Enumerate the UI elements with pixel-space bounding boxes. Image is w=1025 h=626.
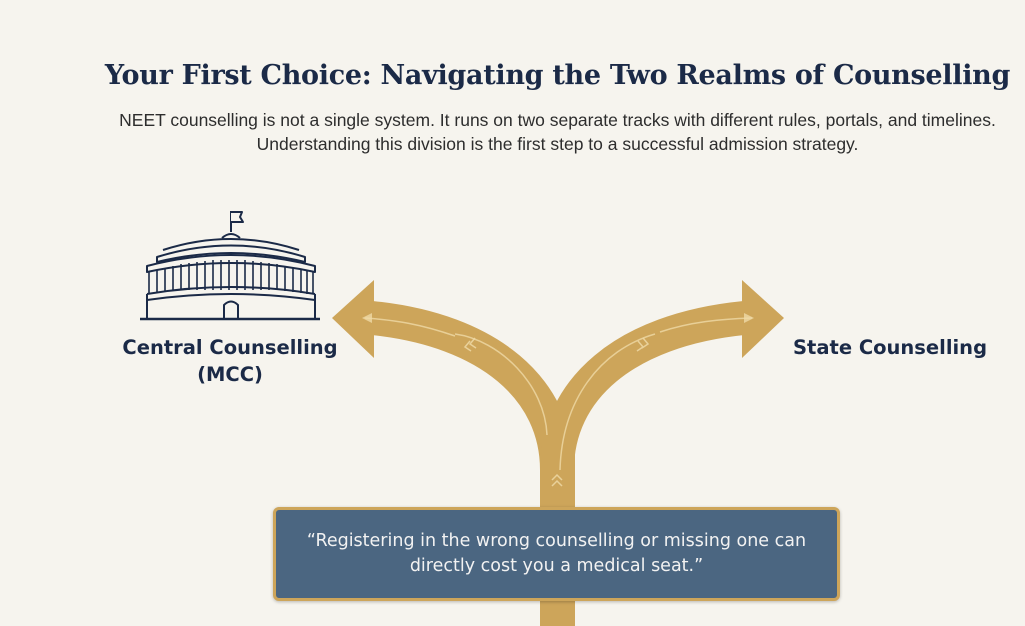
right-arrowhead-icon (742, 280, 784, 358)
branch-label-central: Central Counselling (MCC) (122, 336, 338, 386)
page-subtitle: NEET counselling is not a single system.… (119, 110, 996, 154)
quote-text: “Registering in the wrong counselling or… (306, 531, 807, 576)
page-title: Your First Choice: Navigating the Two Re… (104, 60, 1011, 91)
fork-arrow (332, 280, 784, 626)
parliament-building-icon (140, 211, 320, 321)
branch-label-state: State Counselling (792, 336, 988, 359)
warning-quote-box: “Registering in the wrong counselling or… (273, 507, 840, 601)
left-arrowhead-icon (332, 280, 374, 358)
